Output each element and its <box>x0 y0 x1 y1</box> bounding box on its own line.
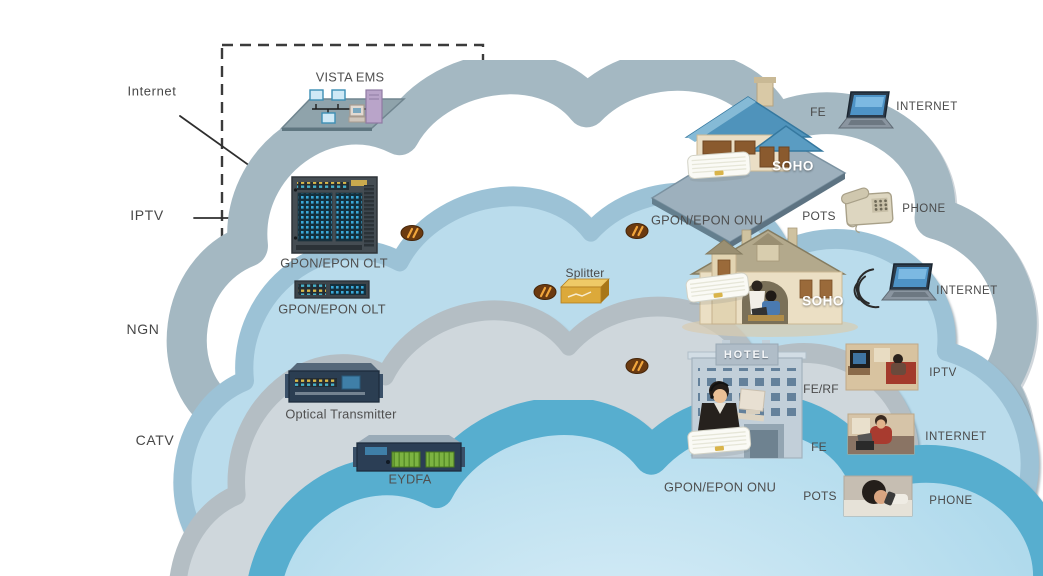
olt-secondary-device <box>294 280 370 299</box>
eydfa-device <box>353 435 465 472</box>
soho1-internet-label: INTERNET <box>896 101 958 113</box>
soho1-phone-label: PHONE <box>902 203 946 215</box>
catv-cloud-label: CATV <box>135 432 175 448</box>
soho1-onu-label: GPON/EPON ONU <box>650 212 764 228</box>
phone-photo <box>843 475 913 517</box>
soho2-site-label: SOHO <box>802 293 844 309</box>
iptv-photo <box>845 343 919 391</box>
fiber-connector-icon <box>624 357 650 375</box>
optical-transmitter-device <box>285 363 383 403</box>
soho1-onu-device <box>686 150 752 185</box>
olt-main-label: GPON/EPON OLT <box>280 255 388 271</box>
soho1-pots-label: POTS <box>802 209 836 223</box>
fiber-connector-icon <box>399 224 425 242</box>
fiber-connector-icon <box>624 222 650 240</box>
soho2-internet-label: INTERNET <box>936 285 998 297</box>
olt-main-device <box>291 176 378 254</box>
soho1-site-label: SOHO <box>772 158 814 174</box>
ngn-cloud-label: NGN <box>126 321 160 337</box>
soho2-scene <box>682 227 858 337</box>
ems-illustration <box>280 89 406 131</box>
hotel-phone-label: PHONE <box>929 495 973 507</box>
hotel-sign: HOTEL <box>723 349 771 361</box>
vista-ems-label: VISTA EMS <box>315 69 385 85</box>
hotel-pots-label: POTS <box>803 489 837 503</box>
iptv-cloud-label: IPTV <box>130 207 164 223</box>
wifi-signal-icon <box>853 268 880 309</box>
eydfa-label: EYDFA <box>388 471 432 487</box>
soho1-fe-label: FE <box>810 105 826 119</box>
hotel-internet-label: INTERNET <box>925 431 987 443</box>
hotel-onu-label: GPON/EPON ONU <box>663 479 777 495</box>
hotel-ferf-label: FE/RF <box>803 382 839 396</box>
splitter-device <box>560 278 610 304</box>
internet-photo <box>847 413 915 455</box>
olt-secondary-label: GPON/EPON OLT <box>278 301 386 317</box>
fiber-connector-icon <box>532 283 558 301</box>
soho1-phone-icon <box>840 187 894 234</box>
optical-transmitter-label: Optical Transmitter <box>285 406 397 422</box>
internet-cloud-label: Internet <box>127 83 177 99</box>
hotel-fe-label: FE <box>811 440 827 454</box>
splitter-label: Splitter <box>565 266 605 280</box>
hotel-iptv-label: IPTV <box>929 367 957 379</box>
